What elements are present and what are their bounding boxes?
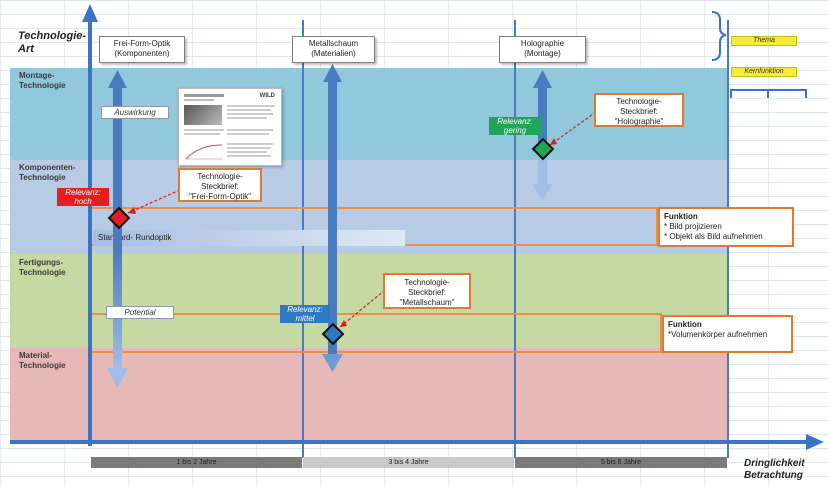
legend-thema: Thema — [731, 36, 797, 46]
y-axis-title: Technologie- Art — [18, 30, 87, 55]
function-2-line-1: *Volumenkörper aufnehmen — [668, 330, 768, 339]
column-header-holographie: Holographie (Montage) — [499, 36, 586, 63]
thumb-text-line — [227, 129, 273, 131]
steckbrief-frei-form-optik[interactable]: Technologie- Steckbrief: "Frei-Form-Opti… — [178, 168, 262, 202]
thumb-photo — [184, 105, 222, 125]
time-segment-2: 3 bis 4 Jahre — [303, 457, 514, 468]
thumb-text-line — [227, 117, 267, 119]
function-box-1: Funktion * Bild projizieren * Objekt als… — [658, 207, 794, 247]
thumb-text-line — [227, 151, 267, 153]
x-axis-arrowhead — [806, 434, 824, 450]
standard-rundoptik-label: Standard- Rundoptik — [98, 233, 172, 242]
relevanz-gering-tag: Relevanz: gering — [489, 117, 541, 135]
thumb-text-line — [184, 133, 220, 135]
auswirkung-label: Auswirkung — [101, 106, 169, 119]
thumb-text-line — [184, 129, 224, 131]
thumb-text-line — [227, 105, 275, 107]
steckbrief-metallschaum[interactable]: Technologie- Steckbrief: "Metallschaum" — [383, 273, 471, 309]
function-1-line-1: * Bild projizieren — [664, 222, 722, 231]
band-label-komponenten: Komponenten- Technologie — [19, 163, 76, 182]
potential-label: Potential — [106, 306, 174, 319]
column-divider-2 — [514, 20, 516, 458]
steckbrief-holographie[interactable]: Technologie- Steckbrief: "Holographie" — [594, 93, 684, 127]
thumb-text-line — [227, 147, 271, 149]
standard-rundoptik-bar — [93, 230, 405, 246]
thumb-text-line — [227, 133, 269, 135]
time-segment-1: 1 bis 2 Jahre — [91, 457, 302, 468]
x-axis-title: Dringlichkeit Betrachtung — [744, 458, 805, 481]
thumb-text-line — [227, 143, 273, 145]
x-axis-line — [10, 440, 810, 444]
column-header-frei-form-optik: Frei-Form-Optik (Komponenten) — [99, 36, 185, 63]
band-label-material: Material- Technologie — [19, 351, 66, 370]
thumb-brand: WILD — [259, 93, 275, 99]
column-header-metallschaum: Metallschaum (Materialien) — [292, 36, 375, 63]
relevanz-hoch-tag: Relevanz: hoch — [57, 188, 109, 206]
function-1-title: Funktion — [664, 212, 698, 221]
arrow-up-col3 — [538, 85, 547, 145]
legend-kernfunktion: Kernfunktion — [731, 67, 797, 77]
thumb-text-line — [227, 155, 271, 157]
y-axis-arrowhead — [82, 4, 98, 22]
time-segment-3: 5 bis 6 Jahre — [515, 457, 727, 468]
function-box-2: Funktion *Volumenkörper aufnehmen — [662, 315, 793, 353]
thumb-title-line — [184, 94, 224, 97]
band-label-fertigung: Fertigungs- Technologie — [19, 258, 66, 277]
y-axis-line — [88, 20, 92, 446]
function-1-line-2: * Objekt als Bild aufnehmen — [664, 232, 763, 241]
function-2-title: Funktion — [668, 320, 702, 329]
thumb-text-line — [227, 109, 271, 111]
arrow-up-col1 — [113, 85, 122, 260]
thumb-mini-chart — [185, 144, 223, 160]
band-material — [10, 348, 728, 442]
band-fertigung — [10, 254, 728, 348]
arrow-down-col3 — [538, 150, 547, 185]
band-label-montage: Montage- Technologie — [19, 71, 66, 90]
arrow-col2 — [328, 80, 337, 355]
steckbrief-thumbnail[interactable]: WILD — [178, 88, 282, 166]
relevanz-mittel-tag: Relevanz: mittel — [280, 305, 330, 323]
thumb-text-line — [227, 113, 273, 115]
thumb-subtitle-line — [184, 99, 214, 101]
